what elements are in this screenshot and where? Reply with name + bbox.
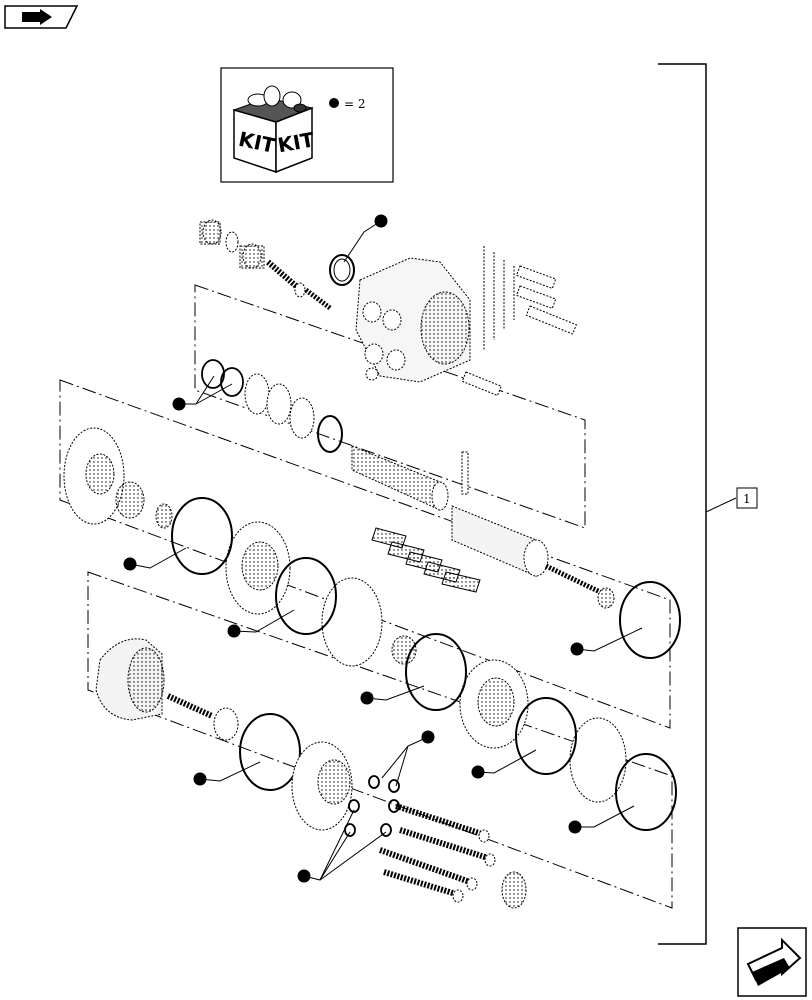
reference-callout[interactable]: 1 (736, 487, 758, 509)
kit-marker (381, 730, 435, 787)
kit-marker (172, 375, 233, 411)
kit-marker (297, 809, 387, 883)
kit-marker (570, 627, 643, 656)
assembly-bracket (658, 63, 737, 945)
kit-bullet-marker (329, 98, 339, 108)
gerotor-plates-row1 (63, 427, 627, 803)
kit-quantity-text: = 2 (344, 97, 366, 111)
seal-ring-top (329, 254, 355, 286)
back-nav-button[interactable] (4, 5, 79, 29)
seal-ring-mid (317, 415, 343, 453)
kit-marker (227, 609, 295, 638)
kit-legend-box: KIT KIT = 2 (220, 67, 394, 183)
kit-marker (360, 685, 425, 705)
next-nav-button[interactable] (737, 927, 807, 997)
kit-marker (193, 761, 261, 786)
thrust-washers (244, 373, 315, 439)
back-arrow-icon (22, 9, 52, 25)
valve-housing (355, 246, 578, 397)
seal-rings-middle (171, 497, 681, 831)
kit-marker (123, 547, 187, 571)
kit-marker (568, 805, 635, 834)
kit-marker (343, 214, 388, 263)
end-cap-assembly (95, 638, 527, 909)
bolt-washers (344, 775, 400, 837)
o-ring-pair (201, 359, 244, 397)
kit-marker (471, 749, 537, 779)
next-arrow-icon (746, 937, 802, 986)
kit-markers (123, 214, 643, 883)
seal-segments (371, 527, 481, 593)
reference-number: 1 (743, 492, 751, 506)
drive-shaft (351, 445, 615, 609)
kit-box-icon: KIT KIT (232, 85, 316, 174)
valve-spool-parts (199, 219, 332, 310)
